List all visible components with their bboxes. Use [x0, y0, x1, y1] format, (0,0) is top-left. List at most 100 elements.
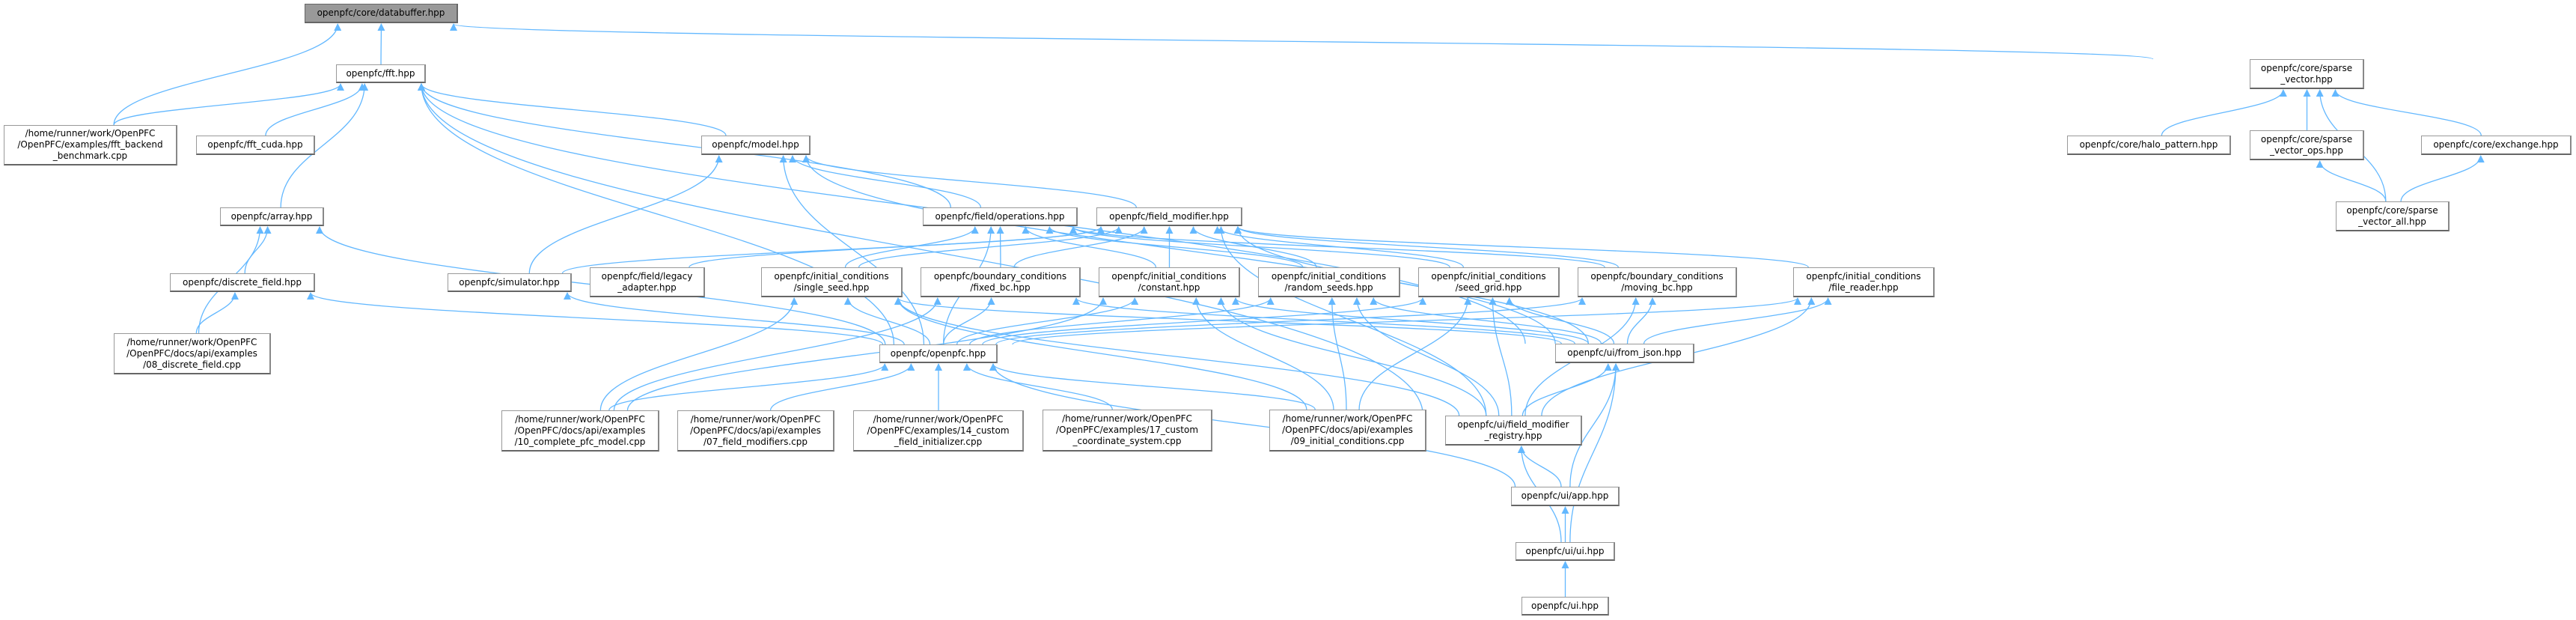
- dependency-edge-openpfc-to-constant: [956, 297, 1139, 345]
- node-label-line: /OpenPFC/docs/api/examples: [690, 425, 821, 436]
- graph-node-seed-grid[interactable]: openpfc/initial_conditions/seed_grid.hpp: [1418, 267, 1560, 297]
- node-label-line: /home/runner/work/OpenPFC: [25, 128, 156, 139]
- dependency-edge-openpfc-to-single_seed: [843, 297, 931, 345]
- node-label-line: /moving_bc.hpp: [1621, 282, 1693, 293]
- dependency-edge-moving_bc-to-field_modifier: [1234, 226, 1619, 268]
- node-label-line: /OpenPFC/examples/fft_backend: [17, 139, 163, 150]
- graph-node-sparse-vector-ops[interactable]: openpfc/core/sparse_vector_ops.hpp: [2250, 130, 2364, 160]
- node-label-line: openpfc/ui/app.hpp: [1521, 490, 1609, 501]
- node-label-line: openpfc/ui.hpp: [1530, 600, 1599, 611]
- dependency-edge-from_json-to-file_reader: [1643, 297, 1832, 344]
- dependency-edge-openpfc-to-file_reader: [1012, 297, 1801, 345]
- dependency-edge-openpfc-to-simulator: [564, 292, 905, 345]
- graph-node-field-modifier[interactable]: openpfc/field_modifier.hpp: [1096, 207, 1242, 226]
- node-label-line: /08_discrete_field.cpp: [143, 359, 241, 370]
- graph-node-sparse-vector-all[interactable]: openpfc/core/sparse_vector_all.hpp: [2336, 201, 2450, 231]
- dependency-edge-discrete_field-to-array: [244, 226, 272, 274]
- node-label-line: openpfc/core/sparse: [2260, 62, 2353, 73]
- graph-node-simulator[interactable]: openpfc/simulator.hpp: [448, 273, 572, 292]
- dependency-edge-registry-to-seed_grid: [1489, 297, 1513, 416]
- node-label-line: openpfc/array.hpp: [231, 210, 313, 222]
- graph-node-exchange[interactable]: openpfc/core/exchange.hpp: [2421, 136, 2572, 155]
- node-label-line: openpfc/boundary_conditions: [1590, 270, 1724, 282]
- node-label-line: openpfc/openpfc.hpp: [890, 347, 986, 359]
- graph-node-registry[interactable]: openpfc/ui/field_modifier_registry.hpp: [1445, 416, 1582, 446]
- dependency-edge-operations-to-model: [789, 155, 982, 208]
- graph-node-ex17[interactable]: /home/runner/work/OpenPFC/OpenPFC/exampl…: [1043, 410, 1212, 452]
- graph-node-app[interactable]: openpfc/ui/app.hpp: [1511, 487, 1620, 506]
- dependency-edge-openpfc-to-fixed_bc: [942, 297, 995, 345]
- node-label-line: /09_initial_conditions.cpp: [1290, 436, 1405, 446]
- graph-node-array[interactable]: openpfc/array.hpp: [220, 207, 324, 226]
- node-label-line: openpfc/core/sparse: [2260, 133, 2353, 145]
- graph-node-ex09[interactable]: /home/runner/work/OpenPFC/OpenPFC/docs/a…: [1269, 410, 1426, 452]
- dependency-edge-openpfc-to-model: [779, 155, 925, 345]
- dependency-edge-sparse_vector_all-to-exchange: [2400, 155, 2485, 202]
- graph-node-single-seed[interactable]: openpfc/initial_conditions/single_seed.h…: [761, 267, 903, 297]
- node-label-line: /OpenPFC/docs/api/examples: [126, 347, 257, 359]
- dependency-edge-ex09-to-seed_grid: [1358, 297, 1472, 410]
- dependency-edge-registry-to-fft: [418, 83, 1424, 416]
- node-label-line: /file_reader.hpp: [1828, 282, 1899, 293]
- node-label-line: _vector.hpp: [2280, 73, 2333, 85]
- graph-node-ex07[interactable]: /home/runner/work/OpenPFC/OpenPFC/docs/a…: [677, 410, 834, 452]
- graph-node-from-json[interactable]: openpfc/ui/from_json.hpp: [1555, 344, 1694, 363]
- node-label-line: /home/runner/work/OpenPFC: [1282, 413, 1413, 424]
- dependency-edge-seed_grid-to-operations: [1069, 226, 1450, 268]
- dependency-edge-legacy_adapter-to-field_modifier: [689, 226, 1105, 268]
- graph-node-fft-cuda[interactable]: openpfc/fft_cuda.hpp: [196, 136, 315, 155]
- dependency-edge-single_seed-to-operations: [844, 226, 979, 268]
- dependency-edge-app-to-registry: [1517, 446, 1562, 487]
- dependency-edge-ex09-to-single_seed: [894, 297, 1307, 410]
- graph-node-sparse-vector[interactable]: openpfc/core/sparse_vector.hpp: [2250, 59, 2364, 89]
- graph-node-halo-pattern[interactable]: openpfc/core/halo_pattern.hpp: [2067, 136, 2231, 155]
- node-label-line: /fixed_bc.hpp: [970, 282, 1031, 293]
- node-label-line: /10_complete_pfc_model.cpp: [514, 436, 646, 447]
- dependency-edge-ex09-to-random_seeds: [1328, 297, 1347, 410]
- dependency-edge-from_json-to-constant: [1232, 297, 1589, 344]
- node-label-line: /OpenPFC/docs/api/examples: [514, 425, 646, 436]
- dependency-edge-array-to-fft: [280, 83, 369, 208]
- node-label-line: openpfc/core/databuffer.hpp: [317, 7, 445, 18]
- dependency-edge-fixed_bc-to-field_modifier: [1013, 226, 1148, 268]
- dependency-edge-app-to-from_json: [1569, 363, 1620, 487]
- node-label-line: openpfc/boundary_conditions: [933, 270, 1067, 282]
- graph-node-fixed-bc[interactable]: openpfc/boundary_conditions/fixed_bc.hpp: [921, 267, 1081, 297]
- node-label-line: openpfc/initial_conditions: [1431, 270, 1546, 282]
- dependency-edge-registry-to-random_seeds: [1352, 297, 1500, 416]
- graph-node-ex14[interactable]: /home/runner/work/OpenPFC/OpenPFC/exampl…: [853, 410, 1024, 452]
- graph-node-ui-ui[interactable]: openpfc/ui/ui.hpp: [1516, 542, 1615, 561]
- node-label-line: openpfc/core/halo_pattern.hpp: [2079, 139, 2218, 150]
- graph-node-moving-bc[interactable]: openpfc/boundary_conditions/moving_bc.hp…: [1578, 267, 1737, 297]
- node-label-line: _vector_ops.hpp: [2270, 145, 2343, 156]
- graph-node-operations[interactable]: openpfc/field/operations.hpp: [923, 207, 1078, 226]
- dependency-edge-model-to-fft: [418, 83, 727, 136]
- node-label-line: openpfc/field_modifier.hpp: [1109, 210, 1229, 222]
- dependency-edge-ex08-to-discrete_field: [195, 292, 239, 334]
- graph-node-benchmark[interactable]: /home/runner/work/OpenPFC/OpenPFC/exampl…: [4, 125, 177, 165]
- graph-node-ui[interactable]: openpfc/ui.hpp: [1522, 597, 1609, 616]
- graph-node-random-seeds[interactable]: openpfc/initial_conditions/random_seeds.…: [1258, 267, 1400, 297]
- graph-node-legacy-adapter[interactable]: openpfc/field/legacy_adapter.hpp: [590, 267, 705, 297]
- graph-node-constant[interactable]: openpfc/initial_conditions/constant.hpp: [1099, 267, 1240, 297]
- node-label-line: /home/runner/work/OpenPFC: [126, 336, 257, 347]
- node-label-line: openpfc/simulator.hpp: [459, 276, 560, 288]
- dependency-edge-registry-to-field_modifier: [1217, 226, 1487, 416]
- dependency-edge-benchmark-to-fft: [113, 83, 344, 126]
- node-label-line: /single_seed.hpp: [793, 282, 870, 293]
- graph-node-fft[interactable]: openpfc/fft.hpp: [336, 64, 426, 83]
- node-label-line: _coordinate_system.cpp: [1072, 436, 1182, 446]
- node-label-line: openpfc/initial_conditions: [1111, 270, 1227, 282]
- graph-node-openpfc[interactable]: openpfc/openpfc.hpp: [879, 344, 998, 363]
- dependency-edge-seed_grid-to-field_modifier: [1213, 226, 1464, 268]
- dependency-edge-from_json-to-random_seeds: [1370, 297, 1602, 344]
- graph-node-ex10[interactable]: /home/runner/work/OpenPFC/OpenPFC/docs/a…: [501, 410, 659, 452]
- graph-node-databuffer: openpfc/core/databuffer.hpp: [305, 4, 458, 23]
- node-label-line: openpfc/initial_conditions: [774, 270, 889, 282]
- graph-node-file-reader[interactable]: openpfc/initial_conditions/file_reader.h…: [1793, 267, 1935, 297]
- dependency-edge-ui_ui-to-from_json: [1569, 363, 1620, 543]
- graph-node-model[interactable]: openpfc/model.hpp: [701, 136, 811, 155]
- graph-node-discrete-field[interactable]: openpfc/discrete_field.hpp: [170, 273, 315, 292]
- graph-node-ex08[interactable]: /home/runner/work/OpenPFC/OpenPFC/docs/a…: [114, 333, 271, 374]
